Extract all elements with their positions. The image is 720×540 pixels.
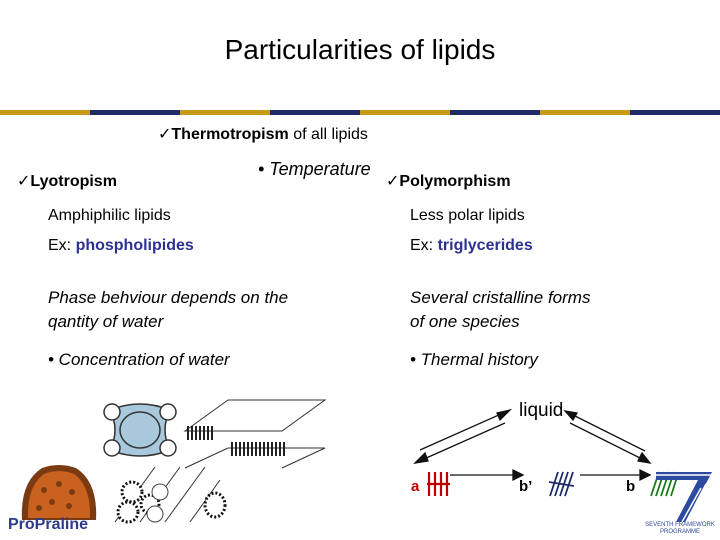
several-line-1: Several cristalline forms (410, 288, 591, 307)
thermotropism-label: Thermotropism (171, 126, 289, 143)
ex-label: Ex: (48, 237, 76, 254)
fp7-logo-image (656, 472, 712, 523)
several-line-2: of one species (410, 312, 520, 331)
title-color-bar (0, 110, 720, 115)
polymorph-arrows-diagram (413, 408, 652, 482)
micelle-diagram (103, 403, 177, 457)
fp7-line-1: SEVENTH FRAMEWORK (645, 522, 715, 528)
thermotropism-line: ✓Thermotropism of all lipids (158, 124, 368, 144)
lamellar-diagram (183, 399, 327, 469)
color-bar-segment (270, 110, 360, 115)
checkmark-icon: ✓ (386, 173, 400, 190)
thermotropism-rest: of all lipids (288, 126, 368, 143)
polymorphism-label: Polymorphism (399, 173, 511, 190)
propraline-logo-image (21, 465, 97, 520)
color-bar-segment (450, 110, 540, 115)
liquid-label: liquid (519, 400, 564, 421)
less-polar-text: Less polar lipids (410, 207, 525, 224)
color-bar-segment (180, 110, 270, 115)
polymorphism-heading: ✓Polymorphism (386, 171, 511, 191)
polymorph-a-label: a (411, 478, 420, 495)
fp7-logo-text: SEVENTH FRAMEWORK PROGRAMME (642, 522, 718, 536)
ex-label: Ex: (410, 237, 438, 254)
checkmark-icon: ✓ (17, 173, 31, 190)
phase-line-1: Phase behviour depends on the (48, 288, 289, 307)
color-bar-segment (540, 110, 630, 115)
color-bar-segment (90, 110, 180, 115)
temperature-label: • Temperature (258, 159, 371, 179)
lyotropism-label: Lyotropism (30, 173, 117, 190)
several-forms-text: Several cristalline forms of one species (410, 286, 590, 334)
amphiphilic-text: Amphiphilic lipids (48, 207, 171, 224)
alpha-form-icon (427, 472, 450, 496)
thermal-history-bullet: • Thermal history (410, 350, 538, 369)
left-example: Ex: phospholipides (48, 237, 194, 255)
right-example: Ex: triglycerides (410, 237, 533, 255)
fp7-line-2: PROGRAMME (659, 529, 700, 535)
phase-line-2: qantity of water (48, 312, 164, 331)
color-bar-segment (360, 110, 450, 115)
color-bar-segment (630, 110, 720, 115)
triglycerides-text: triglycerides (437, 237, 533, 254)
polymorph-b-prime-label: b’ (519, 478, 533, 495)
beta-prime-form-icon (548, 471, 575, 497)
page-title: Particularities of lipids (224, 34, 496, 65)
checkmark-icon: ✓ (158, 126, 172, 143)
lyotropism-heading: ✓Lyotropism (17, 171, 117, 191)
propraline-logo-text: ProPraline (8, 516, 89, 533)
color-bar-segment (0, 110, 90, 115)
phase-behaviour-text: Phase behviour depends on the qantity of… (48, 286, 288, 334)
phospholipides-text: phospholipides (75, 237, 194, 254)
hexagonal-phase-diagram (114, 466, 227, 524)
concentration-bullet: • Concentration of water (48, 350, 230, 369)
polymorph-b-label: b (626, 478, 636, 495)
